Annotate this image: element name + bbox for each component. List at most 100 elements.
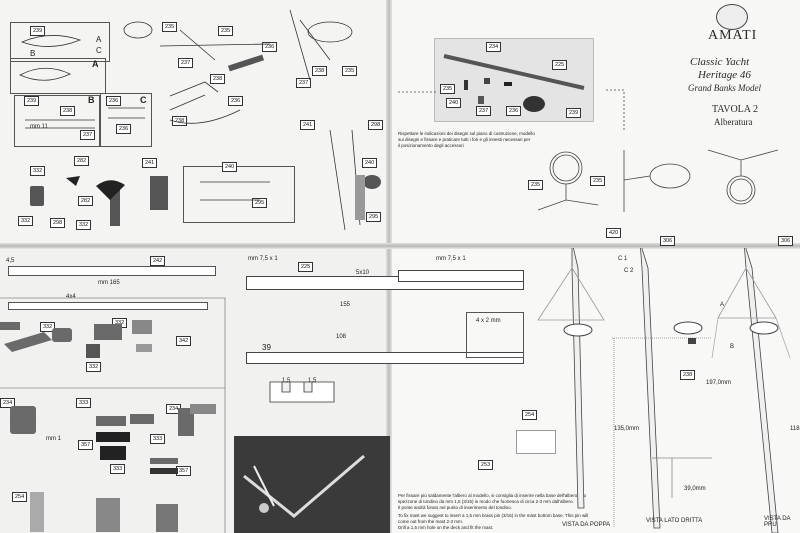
- brand-logo-mark: [716, 4, 748, 30]
- assembly-photo-drawing: [243, 454, 365, 518]
- part-tag: 298: [50, 218, 66, 228]
- note-italian: il posizionamento degli accessori: [398, 143, 464, 148]
- part-tag: 333: [76, 398, 92, 408]
- part-tag: 237: [178, 58, 194, 68]
- sheet-bottom-right: [392, 248, 800, 533]
- part-tag: 332: [40, 322, 56, 332]
- part-tag: 332: [76, 220, 92, 230]
- dimension-text: mm 11: [30, 124, 48, 130]
- top-left-drawings: [19, 9, 381, 231]
- note-bottom: Drill a 1,5 mm hole on the deck and fit …: [398, 525, 494, 530]
- dimension-text: 108: [336, 334, 347, 340]
- part-tag: 240: [362, 158, 378, 168]
- letter-label: B: [730, 344, 735, 350]
- letter-label: C: [96, 46, 102, 55]
- part-tag: 254: [522, 410, 538, 420]
- mast-strip: [398, 270, 524, 282]
- part-tag: 332: [30, 166, 46, 176]
- part-tag: 237: [476, 106, 492, 116]
- letter-label: C 2: [624, 268, 634, 274]
- part-tag: 236: [116, 124, 132, 134]
- title-line-1: Classic Yacht: [690, 56, 750, 68]
- detail-box-6: [466, 312, 524, 358]
- dimension-text: mm 7,5 x 1: [248, 256, 278, 262]
- brand-name: AMATI: [708, 28, 758, 43]
- title-line-2: Heritage 46: [698, 69, 751, 81]
- dimension-text: 4,5: [6, 258, 15, 264]
- note-italian: sui disegni e fissare e praticare tutti …: [398, 137, 531, 142]
- letter-label: A: [720, 302, 725, 308]
- dimension-text: mm 7,5 x 1: [436, 256, 466, 262]
- part-tag: 342: [176, 336, 192, 346]
- part-tag: 235: [528, 180, 544, 190]
- bottom-left-drawings: [0, 297, 226, 533]
- part-tag: 242: [150, 256, 166, 266]
- part-tag: 234: [486, 42, 502, 52]
- detail-box-3: [14, 95, 100, 147]
- mast-strip: [246, 352, 524, 364]
- part-tag: 241: [300, 120, 316, 130]
- part-tag: 306: [660, 236, 676, 246]
- detail-box-4: [100, 93, 152, 147]
- part-tag: 240: [446, 98, 462, 108]
- part-tag: 240: [222, 162, 238, 172]
- part-tag: 236: [228, 96, 244, 106]
- dimension-text: 39: [262, 343, 271, 352]
- part-tag: 236: [106, 96, 122, 106]
- part-tag: 236: [262, 42, 278, 52]
- part-tag: 282: [78, 196, 94, 206]
- letter-label: B: [30, 49, 36, 58]
- part-tag: 295: [366, 212, 382, 222]
- letter-label: C 1: [618, 256, 628, 262]
- part-tag: 254: [12, 492, 28, 502]
- part-tag: 238: [210, 74, 226, 84]
- part-tag: 241: [142, 158, 158, 168]
- dimension-text: 1,5: [282, 378, 291, 384]
- part-tag: 332: [86, 362, 102, 372]
- dimension-text: 135,0mm: [614, 426, 640, 432]
- part-tag: 235: [440, 84, 456, 94]
- part-tag: 235: [590, 176, 606, 186]
- part-tag: 333: [150, 434, 166, 444]
- base-block: [516, 430, 556, 454]
- part-tag: 225: [298, 262, 314, 272]
- part-tag: 295: [252, 198, 268, 208]
- part-tag: 239: [566, 108, 582, 118]
- part-tag: 253: [478, 460, 494, 470]
- mast-views-drawing: [537, 248, 791, 533]
- strip-notch-detail: [269, 381, 335, 403]
- part-tag: 238: [60, 106, 76, 116]
- view-label-side: VISTA LATO DRITTA: [646, 518, 703, 524]
- dimension-text: 1,5: [308, 378, 317, 384]
- note-bottom: spezzone di tondino da mm 1,5 (3/16) in …: [398, 499, 574, 504]
- strip-drawing: [8, 302, 208, 310]
- note-bottom: Per fissare più saldamente l'albero al m…: [398, 493, 587, 498]
- parts-photo-drawing: [443, 54, 585, 112]
- letter-label: C: [140, 95, 147, 105]
- part-tag: 238: [680, 370, 696, 380]
- plate-subject: Alberatura: [714, 117, 753, 127]
- assembly-photo: [234, 436, 390, 533]
- view-label-stern: VISTA DA POPPA: [562, 522, 611, 528]
- horizontal-fold: [0, 243, 800, 249]
- detail-box-1: [10, 22, 110, 62]
- part-tag: 235: [162, 22, 178, 32]
- part-tag: 357: [78, 440, 94, 450]
- dimension-text: mm 165: [98, 280, 120, 286]
- part-tag: 235: [342, 66, 358, 76]
- part-tag: 282: [74, 156, 90, 166]
- part-tag: 306: [778, 236, 794, 246]
- title-line-3: Grand Banks Model: [688, 83, 761, 93]
- spreader-drawings: [398, 89, 779, 212]
- note-italian: Rispettare le indicazioni dei disegni su…: [398, 131, 535, 136]
- dimension-text: 4 x 2 mm: [476, 318, 501, 324]
- part-tag: 332: [18, 216, 34, 226]
- detail-box-5: [183, 166, 295, 223]
- part-tag: 420: [606, 228, 622, 238]
- detail-box-2: [10, 58, 106, 94]
- part-tag: 333: [110, 464, 126, 474]
- letter-label: B: [88, 95, 95, 105]
- part-tag: 236: [506, 106, 522, 116]
- part-tag: 235: [218, 26, 234, 36]
